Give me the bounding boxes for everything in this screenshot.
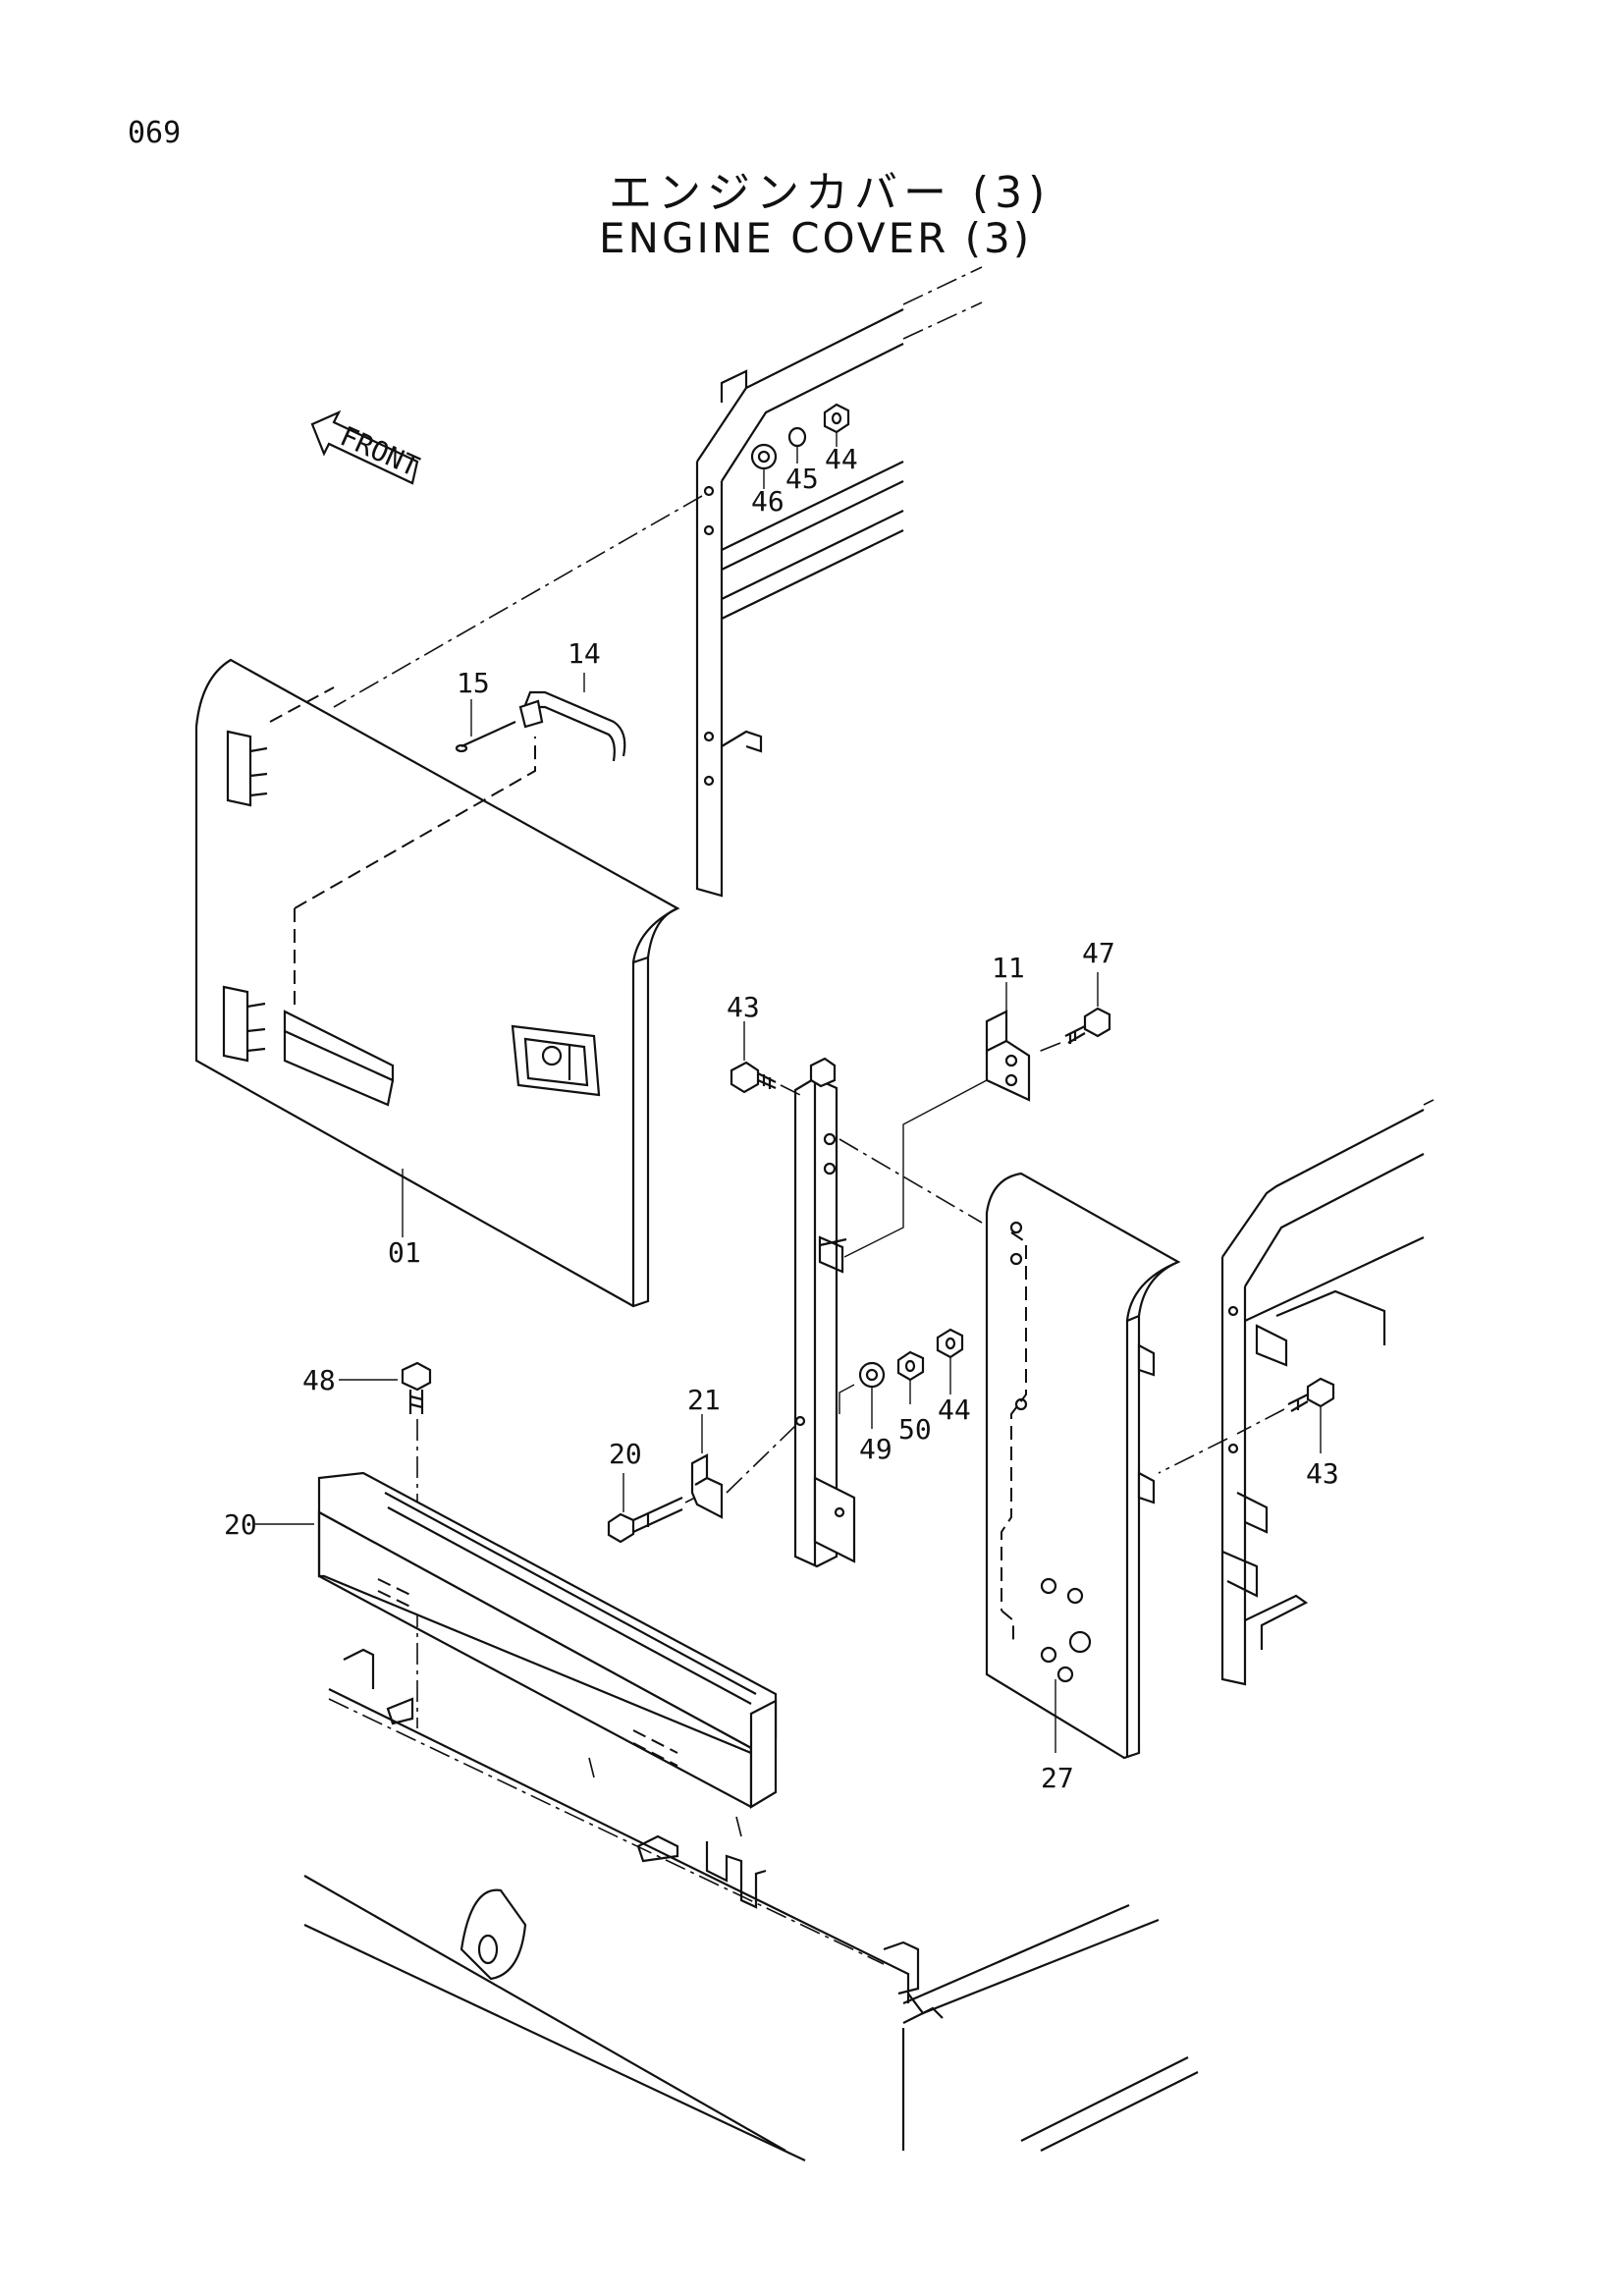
lower-panel-20 xyxy=(317,1471,778,1809)
bolt-48 xyxy=(401,1361,432,1414)
washer-50 xyxy=(858,1361,886,1389)
callout-44-mid: 50 xyxy=(898,1413,932,1446)
callout-50: 49 xyxy=(859,1433,893,1465)
page-number: 069 xyxy=(128,116,182,150)
callout-11: 11 xyxy=(992,952,1025,984)
bolt-43-right xyxy=(1287,1377,1335,1412)
stay-rod-14 xyxy=(518,690,626,762)
nut-44-right xyxy=(936,1328,964,1359)
title-japanese: エンジンカバー (3) xyxy=(609,168,1052,218)
front-arrow-icon: FRONT xyxy=(310,410,424,485)
bolt-49 xyxy=(607,1497,683,1544)
bolt-43-left xyxy=(730,1061,777,1094)
lock-washer-45 xyxy=(787,426,807,448)
callout-15: 15 xyxy=(457,667,490,699)
bolt-47 xyxy=(1064,1007,1111,1044)
washer-46 xyxy=(750,443,778,470)
callout-47: 47 xyxy=(1082,937,1115,969)
center-post xyxy=(793,1057,856,1568)
right-frame xyxy=(1220,1099,1434,1686)
callout-21: 21 xyxy=(687,1384,721,1416)
nut-44-mid xyxy=(896,1350,925,1382)
upper-frame xyxy=(695,266,983,898)
pin-15 xyxy=(455,720,516,753)
callout-01: 01 xyxy=(388,1236,421,1269)
bracket-11 xyxy=(985,1010,1031,1102)
callout-46: 46 xyxy=(751,485,784,518)
nut-44-top xyxy=(823,403,850,434)
callout-43-left: 43 xyxy=(727,991,760,1023)
callout-49: 20 xyxy=(609,1438,642,1470)
front-arrow-label: FRONT xyxy=(335,419,424,482)
callout-48: 48 xyxy=(302,1364,336,1396)
callout-43-right: 43 xyxy=(1306,1457,1339,1490)
callout-44-top: 44 xyxy=(825,443,858,475)
callout-27: 27 xyxy=(1041,1762,1074,1794)
side-panel-27 xyxy=(985,1172,1181,1760)
engine-cover-door-01 xyxy=(194,658,680,1308)
base-frame xyxy=(303,1648,1199,2161)
title-english: ENGINE COVER (3) xyxy=(599,214,1033,262)
callout-20: 20 xyxy=(224,1508,257,1541)
bracket-21 xyxy=(690,1453,724,1519)
callout-45: 45 xyxy=(785,463,819,495)
callout-14: 14 xyxy=(568,637,601,670)
callout-44-right: 44 xyxy=(938,1394,971,1426)
